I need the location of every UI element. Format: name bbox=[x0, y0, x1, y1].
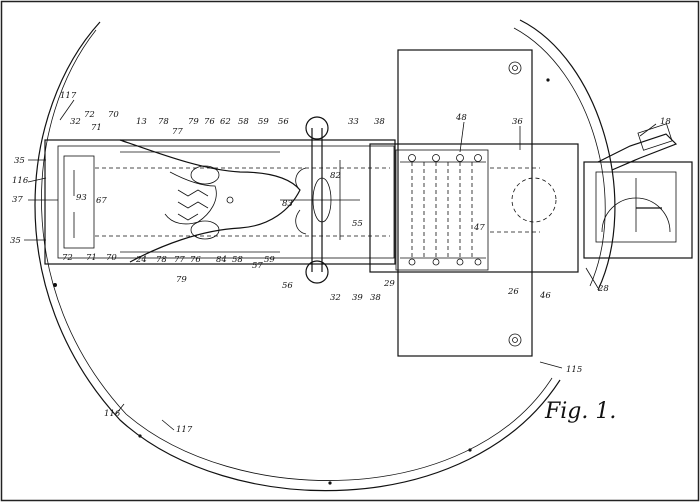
label-59-b: 59 bbox=[264, 255, 275, 265]
label-56: 56 bbox=[278, 117, 289, 127]
label-57: 57 bbox=[252, 261, 263, 271]
circular-track bbox=[34, 19, 616, 492]
label-35: 35 bbox=[14, 156, 25, 166]
label-46: 46 bbox=[539, 291, 551, 301]
label-79-b: 79 bbox=[176, 275, 187, 285]
label-115: 115 bbox=[566, 365, 582, 375]
label-36: 36 bbox=[512, 117, 523, 127]
label-32-b: 32 bbox=[330, 293, 341, 303]
label-28: 28 bbox=[597, 284, 609, 294]
label-76-b: 76 bbox=[190, 255, 201, 265]
label-29: 29 bbox=[383, 279, 395, 289]
label-116-b: 116 bbox=[104, 409, 121, 419]
label-72: 72 bbox=[84, 110, 95, 120]
label-33: 33 bbox=[348, 117, 359, 127]
label-117-b: 117 bbox=[176, 425, 193, 435]
label-59: 59 bbox=[258, 117, 269, 127]
label-116: 116 bbox=[12, 176, 29, 186]
leader-lines bbox=[24, 99, 657, 431]
label-47: 47 bbox=[473, 223, 485, 233]
label-24: 24 bbox=[135, 255, 147, 265]
label-37: 37 bbox=[12, 195, 23, 205]
label-35-b: 35 bbox=[10, 236, 21, 246]
label-55: 55 bbox=[352, 219, 363, 229]
label-58-b: 58 bbox=[232, 255, 243, 265]
label-83: 83 bbox=[282, 199, 293, 209]
figure-caption: Fig. 1. bbox=[544, 399, 616, 424]
label-76: 76 bbox=[204, 117, 215, 127]
label-58: 58 bbox=[238, 117, 249, 127]
label-32: 32 bbox=[70, 117, 81, 127]
meter bbox=[583, 123, 693, 259]
label-38: 38 bbox=[374, 117, 385, 127]
label-77-b: 77 bbox=[174, 255, 185, 265]
label-38-b: 38 bbox=[370, 293, 381, 303]
label-56-b: 56 bbox=[282, 281, 293, 291]
vehicle-housing bbox=[44, 139, 396, 265]
label-26: 26 bbox=[507, 287, 519, 297]
label-13: 13 bbox=[136, 117, 147, 127]
label-72-b: 72 bbox=[62, 253, 73, 263]
label-48: 48 bbox=[455, 113, 467, 123]
label-70: 70 bbox=[108, 110, 119, 120]
label-71: 71 bbox=[91, 123, 102, 133]
label-77: 77 bbox=[172, 127, 183, 137]
label-39: 39 bbox=[352, 293, 363, 303]
handle-bar bbox=[280, 116, 360, 284]
label-71-b: 71 bbox=[86, 253, 97, 263]
label-84: 84 bbox=[216, 255, 227, 265]
reference-labels: 117 72 70 32 71 13 78 77 79 76 62 58 59 … bbox=[10, 91, 671, 435]
label-18: 18 bbox=[660, 117, 671, 127]
label-82: 82 bbox=[330, 171, 341, 181]
label-93: 93 bbox=[76, 193, 87, 203]
label-79: 79 bbox=[188, 117, 199, 127]
label-78-b: 78 bbox=[156, 255, 167, 265]
label-78: 78 bbox=[158, 117, 169, 127]
label-117: 117 bbox=[60, 91, 77, 101]
reclining-figure bbox=[119, 139, 307, 263]
label-62: 62 bbox=[220, 117, 231, 127]
label-67: 67 bbox=[96, 196, 107, 206]
control-plate bbox=[369, 49, 579, 357]
label-70-b: 70 bbox=[106, 253, 117, 263]
